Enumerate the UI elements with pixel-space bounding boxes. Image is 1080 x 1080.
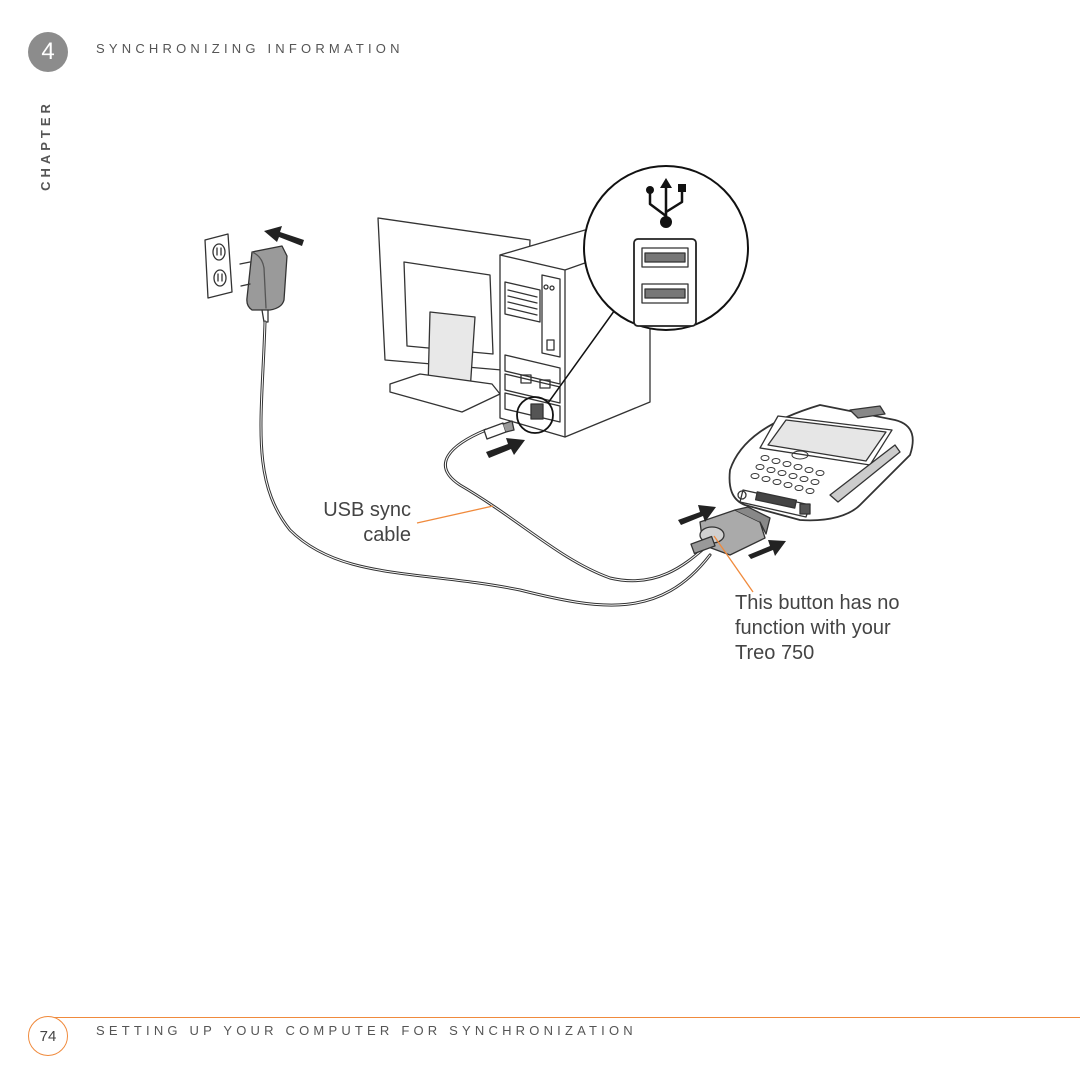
callout-button-line-2: function with your <box>735 617 891 639</box>
leader-usb-cable <box>416 505 494 524</box>
running-head: SYNCHRONIZING INFORMATION <box>96 41 404 56</box>
callout-usb-line-1: USB sync <box>323 499 411 521</box>
callout-button-line-3: Treo 750 <box>735 642 815 664</box>
sync-setup-illustration <box>204 165 914 607</box>
footer-rule <box>48 1017 1080 1018</box>
leader-connector-button <box>713 535 754 593</box>
usb-icon <box>646 178 686 228</box>
chapter-number-badge: 4 <box>28 32 68 72</box>
treo-750-phone <box>728 404 914 522</box>
arrow-connector-lower <box>748 540 786 559</box>
arrow-to-usb-port <box>486 438 525 458</box>
usb-port-inset <box>583 165 749 331</box>
callout-button-line-1: This button has no <box>735 592 900 614</box>
footer-section-title: SETTING UP YOUR COMPUTER FOR SYNCHRONIZA… <box>96 1023 637 1038</box>
callout-usb-line-2: cable <box>363 524 411 546</box>
callout-usb-sync-cable: USB sync cable <box>300 498 411 548</box>
computer-monitor <box>377 217 531 413</box>
arrow-to-outlet <box>264 226 304 246</box>
sync-connector <box>690 506 771 556</box>
ac-adapter <box>239 245 288 323</box>
callout-connector-button: This button has no function with your Tr… <box>735 591 935 666</box>
wall-outlet <box>204 233 233 299</box>
usb-sync-cable <box>443 420 710 583</box>
charger-cable <box>259 320 712 607</box>
page-number: 74 <box>28 1016 68 1056</box>
arrow-connector-upper <box>678 505 716 525</box>
